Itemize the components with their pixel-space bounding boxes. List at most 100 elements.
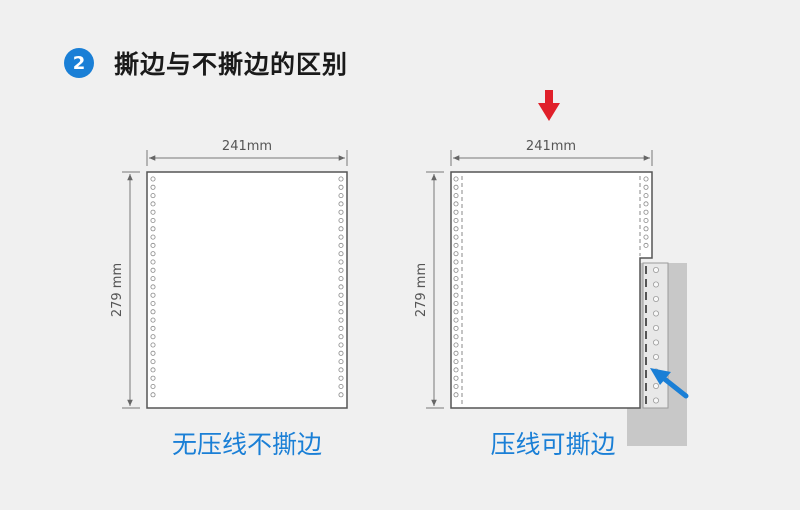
sprocket-hole bbox=[453, 276, 459, 282]
sprocket-hole bbox=[653, 397, 660, 404]
sprocket-hole bbox=[338, 226, 344, 232]
sprocket-hole bbox=[150, 242, 156, 248]
sprocket-hole bbox=[338, 234, 344, 240]
width-label: 241mm bbox=[222, 139, 272, 154]
sprocket-hole bbox=[338, 193, 344, 199]
sprocket-hole bbox=[643, 193, 649, 199]
sprocket-hole bbox=[653, 339, 660, 346]
left-panel: 241mm 279 mm 无压线不撕边 bbox=[110, 139, 348, 459]
sprocket-hole bbox=[653, 310, 660, 317]
sprocket-hole bbox=[150, 300, 156, 306]
sprocket-hole bbox=[338, 392, 344, 398]
paper-sheet bbox=[146, 171, 348, 409]
sprocket-hole bbox=[338, 267, 344, 273]
sprocket-hole bbox=[453, 267, 459, 273]
sprocket-hole bbox=[643, 234, 649, 240]
height-label: 279 mm bbox=[414, 263, 429, 317]
sprocket-hole bbox=[150, 317, 156, 323]
sprocket-hole bbox=[453, 292, 459, 298]
sprocket-holes-left bbox=[150, 176, 156, 398]
down-arrow-icon bbox=[538, 90, 560, 121]
sprocket-hole bbox=[338, 184, 344, 190]
sprocket-hole bbox=[453, 251, 459, 257]
sprocket-hole bbox=[338, 309, 344, 315]
sprocket-hole bbox=[338, 367, 344, 373]
sprocket-hole bbox=[453, 242, 459, 248]
sprocket-hole bbox=[643, 217, 649, 223]
sprocket-hole bbox=[150, 284, 156, 290]
sprocket-hole bbox=[653, 295, 660, 302]
sprocket-hole bbox=[338, 383, 344, 389]
sprocket-hole bbox=[150, 226, 156, 232]
step-number-badge: 2 bbox=[64, 48, 94, 78]
sprocket-hole bbox=[150, 234, 156, 240]
sprocket-holes-left bbox=[453, 176, 459, 398]
sprocket-hole bbox=[338, 276, 344, 282]
sprocket-hole bbox=[338, 325, 344, 331]
sprocket-hole bbox=[453, 259, 459, 265]
sprocket-hole bbox=[150, 292, 156, 298]
sprocket-hole bbox=[338, 359, 344, 365]
width-label: 241mm bbox=[526, 139, 576, 154]
sprocket-hole bbox=[150, 201, 156, 207]
sprocket-hole bbox=[453, 367, 459, 373]
diagonal-arrow-icon bbox=[650, 368, 689, 399]
sprocket-hole bbox=[150, 276, 156, 282]
sprocket-hole bbox=[643, 184, 649, 190]
sprocket-holes-right bbox=[643, 176, 649, 248]
sprocket-hole bbox=[643, 209, 649, 215]
right-panel: 241mm 279 mm 压线可撕边 bbox=[414, 90, 689, 459]
sprocket-hole bbox=[150, 359, 156, 365]
sprocket-hole bbox=[338, 350, 344, 356]
sprocket-hole bbox=[453, 317, 459, 323]
sprocket-hole bbox=[150, 176, 156, 182]
sprocket-hole bbox=[453, 176, 459, 182]
sprocket-hole bbox=[150, 209, 156, 215]
sprocket-hole bbox=[338, 300, 344, 306]
caption-perforated: 压线可撕边 bbox=[490, 430, 615, 459]
sprocket-hole bbox=[150, 383, 156, 389]
sprocket-hole bbox=[338, 284, 344, 290]
sprocket-hole bbox=[150, 350, 156, 356]
sprocket-hole bbox=[453, 359, 459, 365]
paper-sheet bbox=[450, 171, 653, 409]
page-title: 撕边与不撕边的区别 bbox=[114, 50, 349, 79]
sprocket-hole bbox=[338, 176, 344, 182]
sprocket-hole bbox=[338, 209, 344, 215]
sprocket-hole bbox=[453, 334, 459, 340]
sprocket-hole bbox=[150, 259, 156, 265]
sprocket-hole bbox=[453, 209, 459, 215]
sprocket-hole bbox=[150, 309, 156, 315]
sprocket-hole bbox=[453, 392, 459, 398]
sprocket-hole bbox=[453, 309, 459, 315]
sprocket-hole bbox=[643, 226, 649, 232]
sprocket-hole bbox=[653, 353, 660, 360]
sprocket-hole bbox=[453, 325, 459, 331]
sprocket-hole bbox=[150, 334, 156, 340]
sprocket-hole bbox=[150, 217, 156, 223]
sprocket-hole bbox=[338, 342, 344, 348]
sprocket-hole bbox=[453, 184, 459, 190]
sprocket-hole bbox=[453, 234, 459, 240]
caption-no-perforation: 无压线不撕边 bbox=[172, 430, 322, 459]
sprocket-hole bbox=[338, 251, 344, 257]
height-label: 279 mm bbox=[110, 263, 125, 317]
sprocket-hole bbox=[150, 251, 156, 257]
sprocket-hole bbox=[643, 176, 649, 182]
sprocket-hole bbox=[653, 266, 660, 273]
sprocket-hole bbox=[150, 184, 156, 190]
sprocket-hole bbox=[453, 300, 459, 306]
sprocket-hole bbox=[338, 242, 344, 248]
sprocket-hole bbox=[338, 317, 344, 323]
sprocket-hole bbox=[338, 217, 344, 223]
sprocket-hole bbox=[338, 334, 344, 340]
sprocket-hole bbox=[453, 375, 459, 381]
sprocket-hole bbox=[453, 383, 459, 389]
sprocket-hole bbox=[150, 375, 156, 381]
sprocket-hole bbox=[643, 242, 649, 248]
sprocket-hole bbox=[453, 284, 459, 290]
sprocket-hole bbox=[150, 267, 156, 273]
sprocket-hole bbox=[453, 350, 459, 356]
sprocket-hole bbox=[150, 325, 156, 331]
